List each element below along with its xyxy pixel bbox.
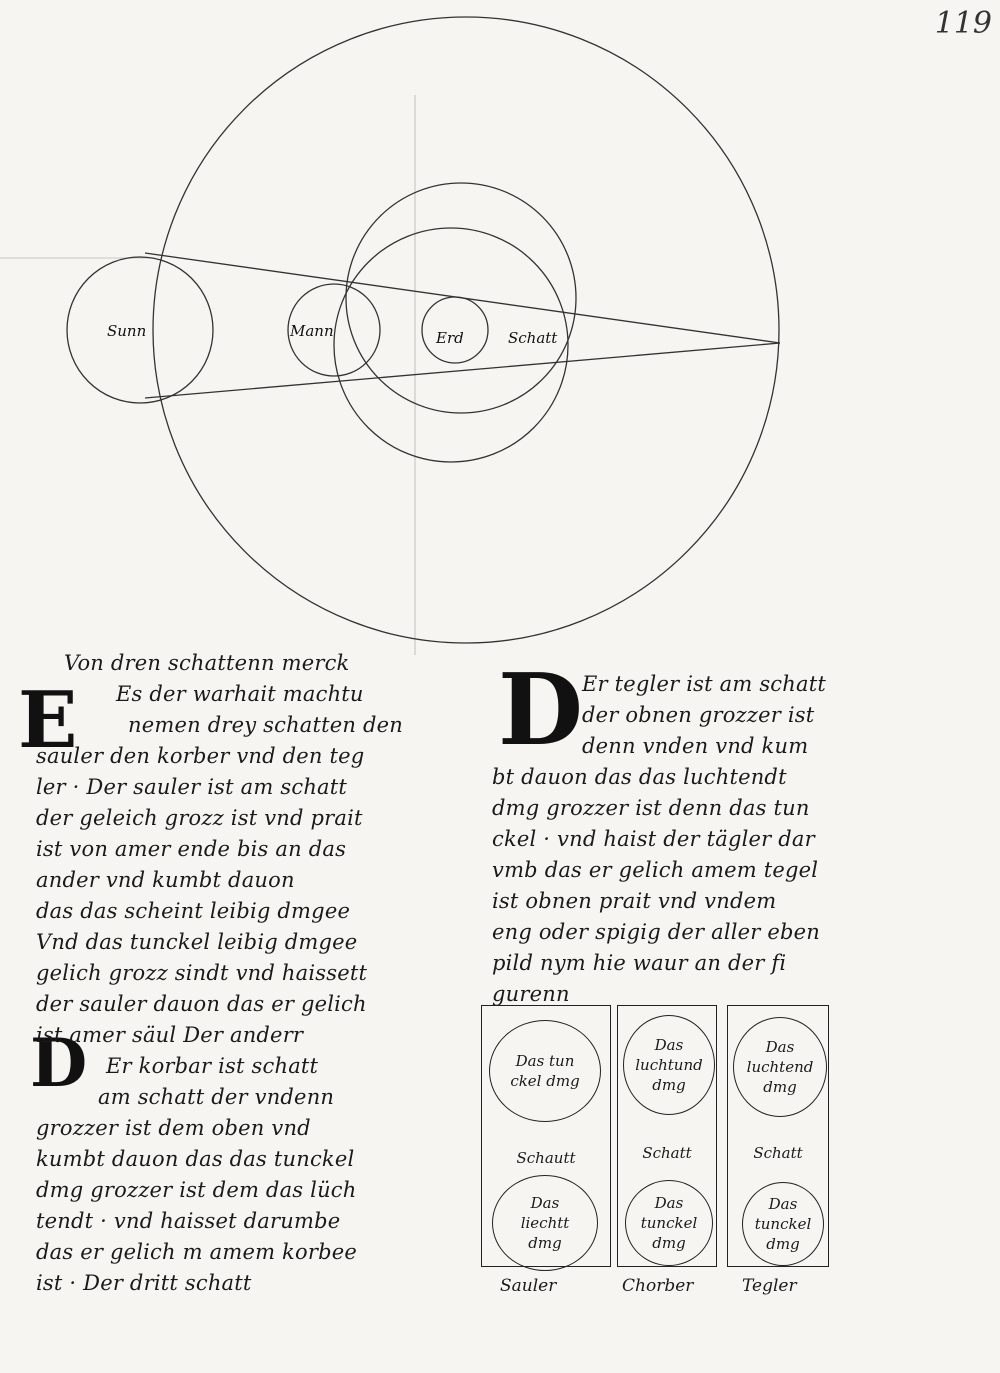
text-line: Von dren schattenn merck bbox=[64, 651, 350, 675]
text-line: der sauler dauon das er gelich bbox=[36, 992, 367, 1016]
tegler-shadow-label: Schatt bbox=[727, 1143, 829, 1163]
circle-text: dmg bbox=[652, 1076, 686, 1094]
earth-label: Erd bbox=[435, 329, 464, 347]
shadow-label: Schatt bbox=[508, 329, 558, 347]
sun-circle bbox=[66, 256, 214, 404]
text-line: ist amer säul Der anderr bbox=[36, 1023, 304, 1047]
text-line: der geleich grozz ist vnd prait bbox=[36, 806, 363, 830]
circle-text: Das bbox=[768, 1195, 798, 1213]
circle-text: Das tun bbox=[515, 1052, 575, 1070]
circle-text: dmg bbox=[652, 1234, 686, 1252]
tegler-caption: Tegler bbox=[742, 1276, 797, 1296]
korber-dark-body-circle: Das tunckel dmg bbox=[625, 1180, 713, 1266]
eclipse-diagram: Sunn Mann Erd Schatt bbox=[0, 16, 781, 655]
text-line: ist von amer ende bis an das bbox=[36, 837, 347, 861]
text-line: ler · Der sauler ist am schatt bbox=[36, 775, 348, 799]
circle-text: luchtund bbox=[635, 1056, 703, 1074]
circle-text: tunckel bbox=[640, 1214, 698, 1232]
text-line: pild nym hie waur an der fi bbox=[492, 951, 787, 975]
text-line: ist · Der dritt schatt bbox=[36, 1271, 252, 1295]
earth-orbit-circle-upper bbox=[345, 182, 577, 414]
text-line: der obnen grozzer ist bbox=[582, 703, 815, 727]
korber-shadow-label: Schatt bbox=[617, 1143, 717, 1163]
circle-text: Das bbox=[654, 1194, 684, 1212]
moon-circle bbox=[287, 283, 381, 377]
shadow-text: Schautt bbox=[516, 1149, 576, 1167]
earth-orbit-circle-lower bbox=[333, 227, 569, 463]
text-line: denn vnden vnd kum bbox=[582, 734, 809, 758]
tegler-light-body-circle: Das luchtend dmg bbox=[733, 1017, 827, 1117]
circle-text: Das bbox=[530, 1194, 560, 1212]
shadow-text: Schatt bbox=[753, 1144, 803, 1162]
circle-text: dmg bbox=[763, 1078, 797, 1096]
text-line: nemen drey schatten den bbox=[128, 713, 404, 737]
text-line: eng oder spigig der aller eben bbox=[492, 920, 821, 944]
sun-label: Sunn bbox=[107, 322, 146, 340]
left-text-column: Von dren schattenn merck Es der warhait … bbox=[36, 648, 426, 1299]
text-line: ckel · vnd haist der tägler dar bbox=[492, 827, 815, 851]
circle-text: dmg bbox=[766, 1235, 800, 1253]
text-line: Vnd das tunckel leibig dmgee bbox=[36, 930, 358, 954]
circle-text: luchtend bbox=[746, 1058, 814, 1076]
sauler-light-body-circle: Das liechtt dmg bbox=[492, 1175, 598, 1271]
shadow-cone-lower-line bbox=[144, 342, 781, 399]
text-line: kumbt dauon das das tunckel bbox=[36, 1147, 355, 1171]
text-line: ist obnen prait vnd vndem bbox=[492, 889, 777, 913]
text-line: Es der warhait machtu bbox=[116, 682, 364, 706]
decorated-initial-d-left: D bbox=[30, 1024, 88, 1102]
tegler-dark-body-circle: Das tunckel dmg bbox=[742, 1182, 824, 1266]
circle-text: Das bbox=[765, 1038, 795, 1056]
tegler-figure-frame bbox=[727, 1005, 829, 1267]
text-line: vmb das er gelich amem tegel bbox=[492, 858, 819, 882]
shadow-text: Schatt bbox=[642, 1144, 692, 1162]
korber-caption: Chorber bbox=[622, 1276, 694, 1296]
text-line: das das scheint leibig dmgee bbox=[36, 899, 351, 923]
korber-figure-frame bbox=[617, 1005, 717, 1267]
text-line: gurenn bbox=[492, 982, 570, 1006]
text-line: dmg grozzer ist dem das lüch bbox=[36, 1178, 357, 1202]
text-line: das er gelich m amem korbee bbox=[36, 1240, 357, 1264]
circle-text: dmg bbox=[528, 1234, 562, 1252]
sauler-dark-body-circle: Das tun ckel dmg bbox=[489, 1020, 601, 1122]
text-line: dmg grozzer ist denn das tun bbox=[492, 796, 810, 820]
text-line: sauler den korber vnd den teg bbox=[36, 744, 365, 768]
sauler-caption: Sauler bbox=[500, 1276, 557, 1296]
circle-text: Das bbox=[654, 1036, 684, 1054]
text-line: Er tegler ist am schatt bbox=[582, 672, 826, 696]
text-line: am schatt der vndenn bbox=[98, 1085, 335, 1109]
text-line: grozzer ist dem oben vnd bbox=[36, 1116, 311, 1140]
circle-text: liechtt bbox=[520, 1214, 570, 1232]
text-line: Er korbar ist schatt bbox=[106, 1054, 319, 1078]
text-line: ander vnd kumbt dauon bbox=[36, 868, 295, 892]
shadow-cone-upper-line bbox=[144, 252, 781, 344]
korber-light-body-circle: Das luchtund dmg bbox=[623, 1015, 715, 1115]
circle-text: ckel dmg bbox=[510, 1072, 580, 1090]
moon-label: Mann bbox=[289, 322, 334, 340]
circle-text: tunckel bbox=[754, 1215, 812, 1233]
text-line: bt dauon das das luchtendt bbox=[492, 765, 787, 789]
folio-number: 119 bbox=[934, 6, 992, 41]
right-text-column: Er tegler ist am schatt der obnen grozze… bbox=[432, 669, 872, 1010]
text-line: gelich grozz sindt vnd haissett bbox=[36, 961, 368, 985]
decorated-initial-e: E bbox=[18, 675, 78, 766]
sauler-shadow-label: Schautt bbox=[481, 1148, 611, 1168]
outer-circle bbox=[152, 16, 780, 644]
text-line: tendt · vnd haisset darumbe bbox=[36, 1209, 341, 1233]
decorated-initial-d-right: D bbox=[498, 653, 583, 768]
